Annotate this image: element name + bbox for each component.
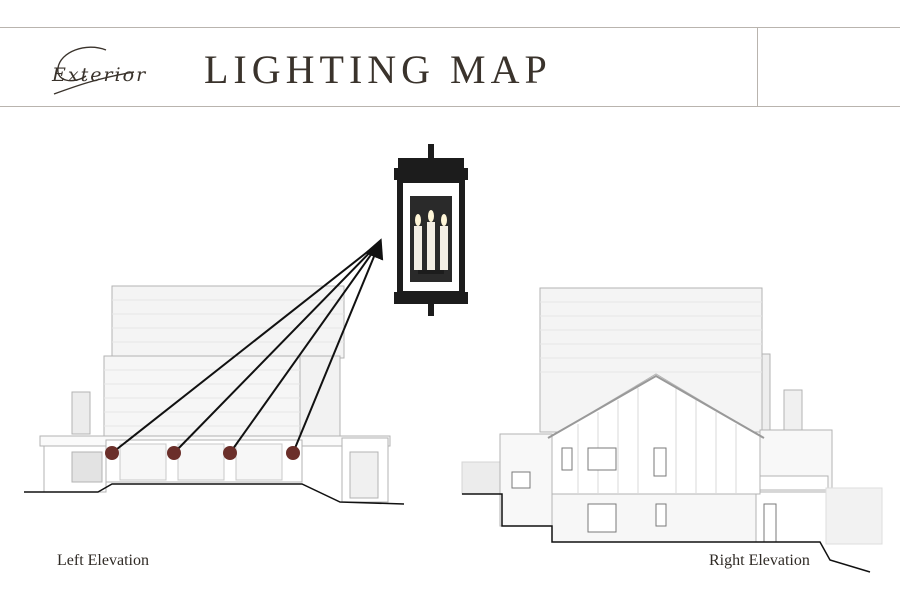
script-word: Exterior [52,64,148,86]
light-marker-4 [286,446,300,460]
right-elevation-caption: Right Elevation [709,552,810,569]
light-markers [105,446,300,460]
light-marker-3 [223,446,237,460]
header-band: Exterior LIGHTING MAP [0,27,900,107]
script-swash-icon [53,46,135,95]
leader-line-3 [229,241,381,454]
leader-line-2 [173,241,381,454]
left-elevation-caption: Left Elevation [57,552,149,569]
left-ground-line [24,483,405,505]
leader-line-4 [292,238,384,454]
page-title: LIGHTING MAP [204,47,552,92]
wall-lantern-icon [394,144,468,316]
light-marker-1 [105,446,119,460]
right-elevation-house [461,287,883,545]
leader-line-1 [111,241,381,454]
right-ground-line [462,493,871,573]
header-divider [757,28,758,106]
light-marker-2 [167,446,181,460]
leader-lines [111,238,384,454]
left-elevation-house [39,285,391,503]
